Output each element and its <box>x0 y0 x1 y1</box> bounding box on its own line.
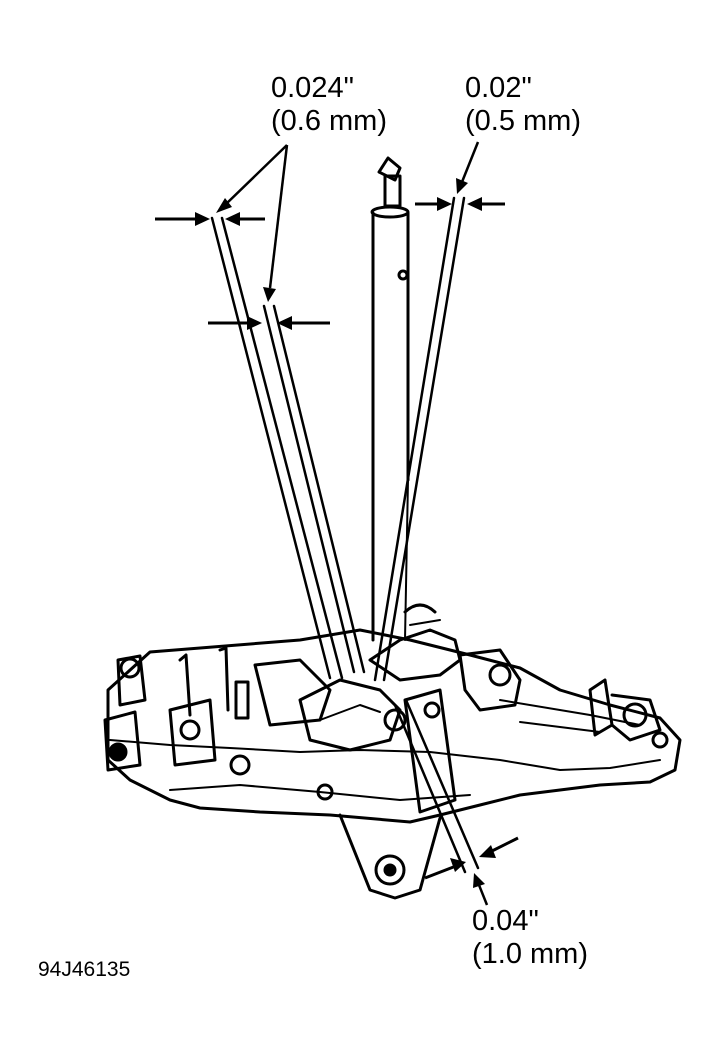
gap-0-5mm-callout: 0.02" (0.5 mm) <box>465 72 581 138</box>
gap-0-6mm-metric: (0.6 mm) <box>271 105 387 137</box>
gap-0-6mm-callout: 0.024" (0.6 mm) <box>271 72 387 138</box>
dimension-arrows <box>155 141 519 906</box>
gap-1-0mm-callout: 0.04" (1.0 mm) <box>472 905 588 971</box>
gap-0-5mm-inch: 0.02" <box>465 72 532 104</box>
center-mechanism <box>298 603 462 814</box>
shift-lever <box>370 156 410 642</box>
feeler-gauge-blades <box>210 196 480 874</box>
figure-id: 94J46135 <box>38 958 131 981</box>
left-linkage <box>103 646 334 801</box>
gap-0-5mm-metric: (0.5 mm) <box>465 105 581 137</box>
gap-0-6mm-inch: 0.024" <box>271 72 354 104</box>
gap-1-0mm-metric: (1.0 mm) <box>472 938 588 970</box>
shifter-base-plate <box>106 628 682 900</box>
right-linkage <box>458 648 669 749</box>
gap-1-0mm-inch: 0.04" <box>472 905 539 937</box>
